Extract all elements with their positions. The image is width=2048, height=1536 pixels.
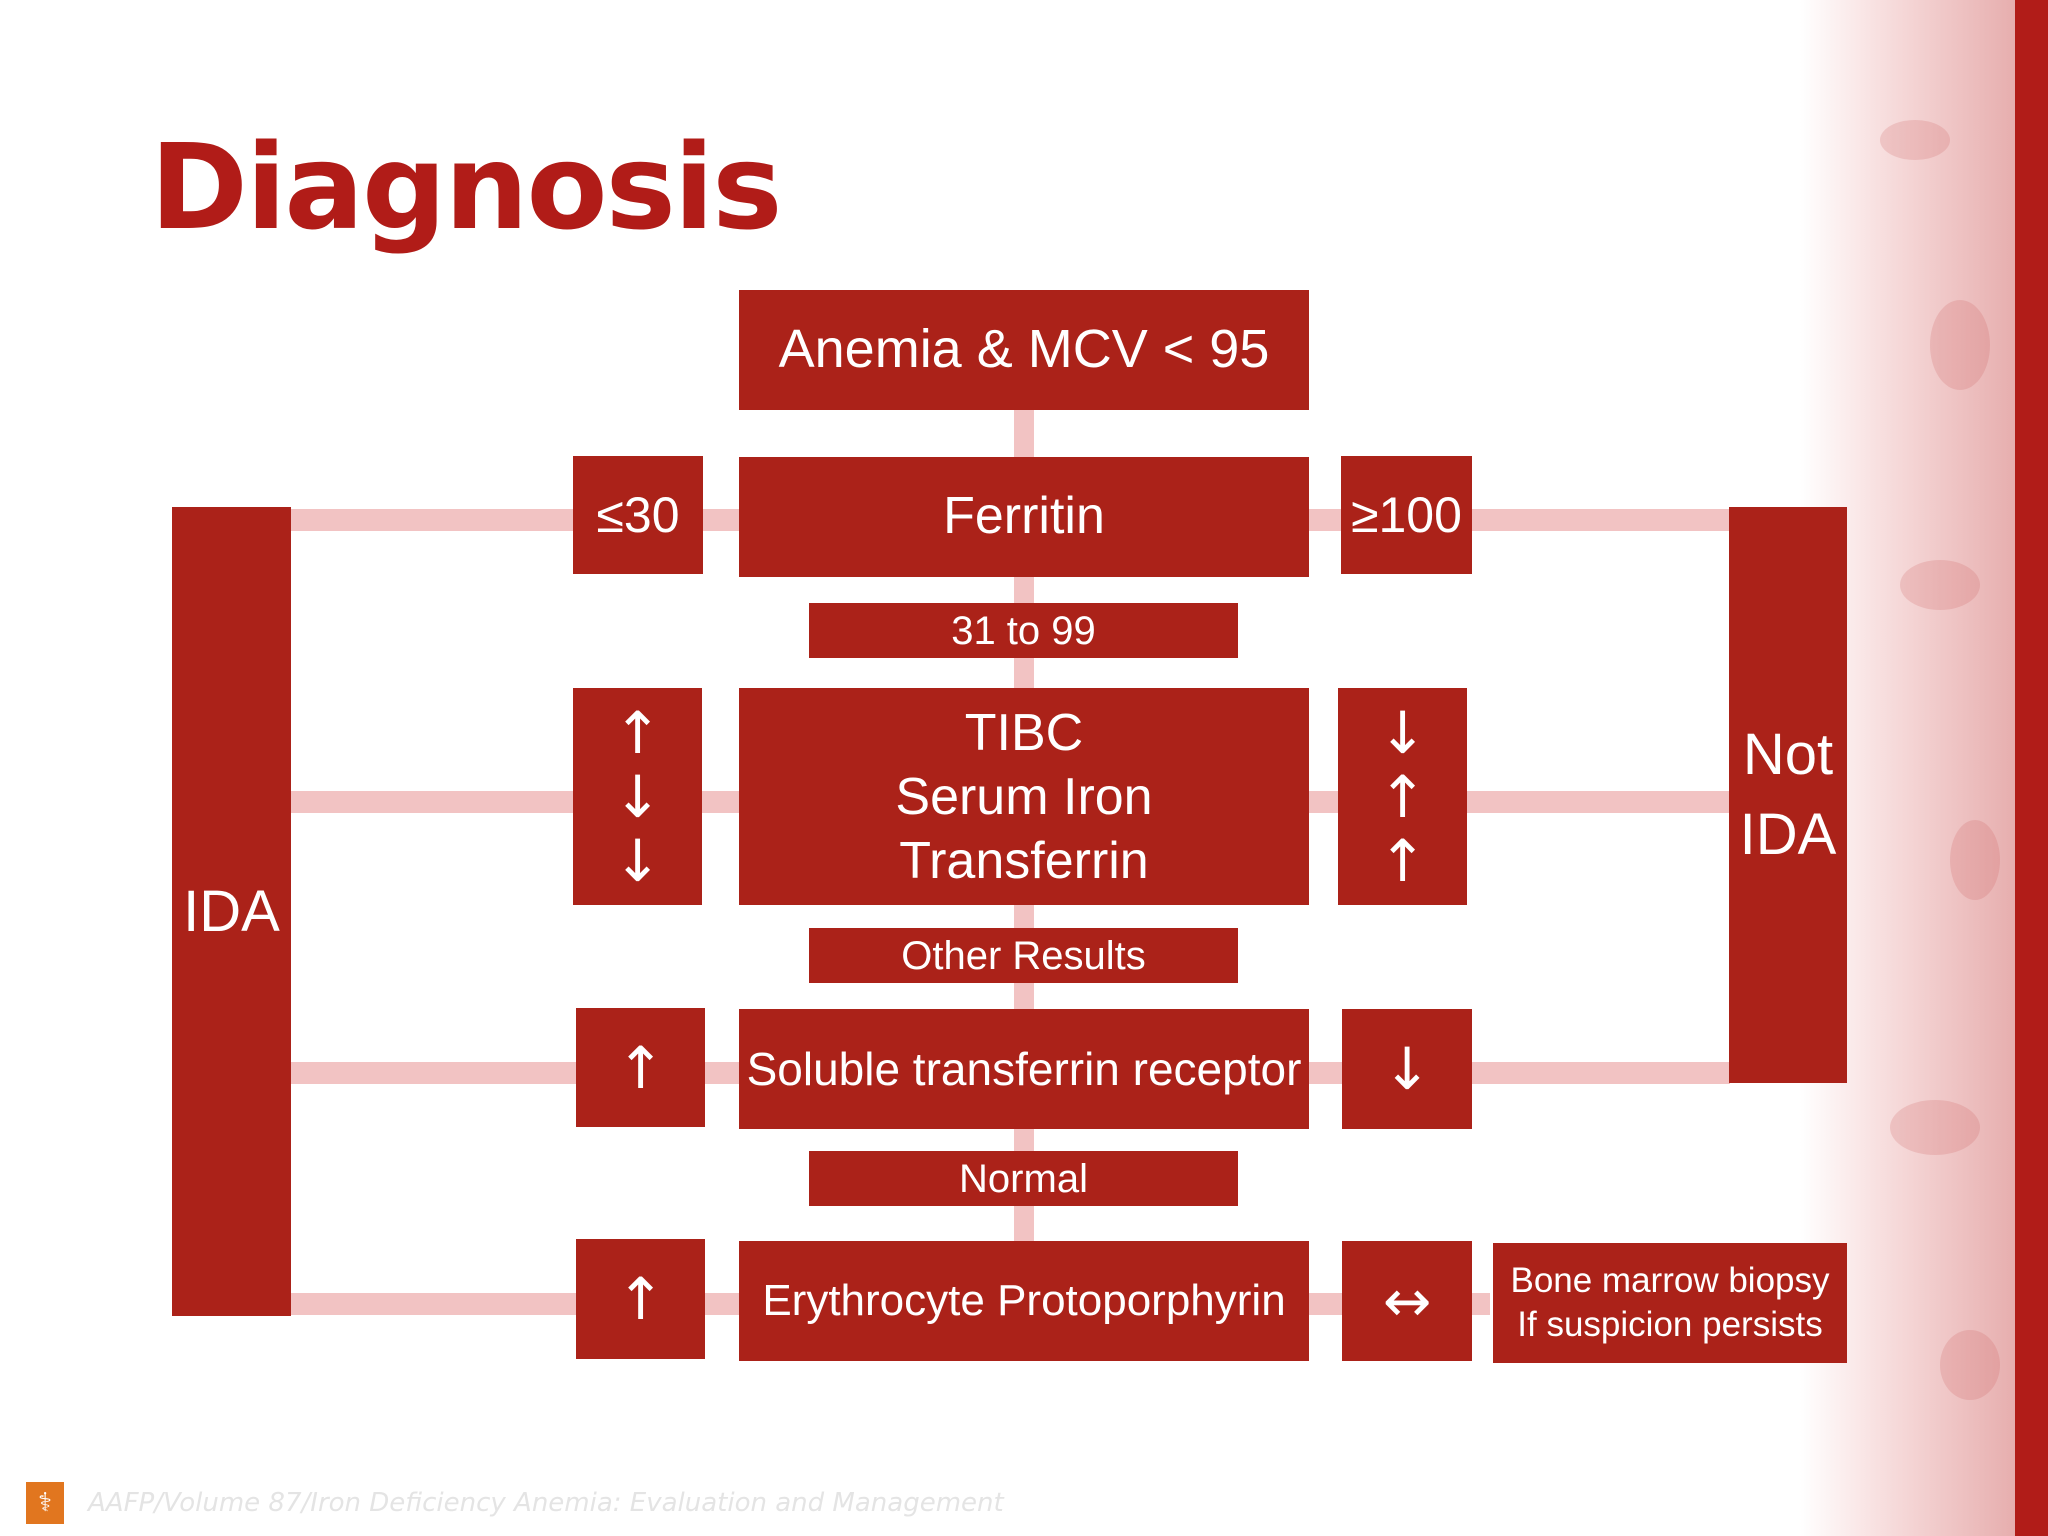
- left-right-arrow-icon: ↔: [1382, 1267, 1432, 1335]
- up-arrow-icon: ↑: [1378, 762, 1427, 831]
- ferritin-middle-box: 31 to 99: [809, 603, 1238, 658]
- not-ida-label-line-2: IDA: [1739, 802, 1837, 867]
- other-results-box: Other Results: [809, 928, 1238, 983]
- start-box: Anemia & MCV < 95: [739, 290, 1309, 410]
- blood-cell-decoration: [1900, 560, 1980, 610]
- biopsy-label-line-2: If suspicion persists: [1517, 1305, 1823, 1344]
- ferritin-low-label: ≤30: [596, 486, 680, 543]
- footer-citation: AAFP/Volume 87/Iron Deficiency Anemia: E…: [88, 1488, 1004, 1518]
- down-arrow-icon: ↓: [613, 826, 662, 895]
- page-title: Diagnosis: [150, 118, 782, 256]
- tibc-label: TIBC: [964, 703, 1084, 762]
- down-arrow-icon: ↓: [1382, 1035, 1432, 1103]
- start-label: Anemia & MCV < 95: [778, 319, 1270, 380]
- other-results-label: Other Results: [901, 933, 1146, 978]
- bone-marrow-biopsy-box: Bone marrow biopsy If suspicion persists: [1493, 1243, 1847, 1363]
- stfr-box: Soluble transferrin receptor: [739, 1009, 1309, 1129]
- iron-panel-box: TIBC Serum Iron Transferrin: [739, 688, 1309, 905]
- ferritin-label: Ferritin: [943, 487, 1105, 546]
- protoporphyrin-box: Erythrocyte Protoporphyrin: [739, 1241, 1309, 1361]
- blood-cell-decoration: [1930, 300, 1990, 390]
- protoporphyrin-equivocal-box: ↔: [1342, 1241, 1472, 1361]
- not-ida-result-box: Not IDA: [1729, 507, 1847, 1083]
- up-arrow-icon: ↑: [613, 698, 662, 767]
- iron-panel-ida-arrows: ↑ ↓ ↓: [573, 688, 702, 905]
- up-arrow-icon: ↑: [1378, 826, 1427, 895]
- ferritin-middle-label: 31 to 99: [951, 608, 1096, 653]
- iron-panel-not-ida-arrows: ↓ ↑ ↑: [1338, 688, 1467, 905]
- stfr-not-ida-arrow-box: ↓: [1342, 1009, 1472, 1129]
- blood-cell-decoration: [1880, 120, 1950, 160]
- biopsy-label-line-1: Bone marrow biopsy: [1510, 1261, 1830, 1300]
- aafp-logo-icon: ⚕: [26, 1482, 64, 1524]
- right-accent-bar: [2015, 0, 2048, 1536]
- blood-cell-decoration: [1940, 1330, 2000, 1400]
- down-arrow-icon: ↓: [613, 762, 662, 831]
- stfr-label: Soluble transferrin receptor: [746, 1042, 1302, 1095]
- not-ida-label-line-1: Not: [1742, 722, 1834, 787]
- serum-iron-label: Serum Iron: [895, 767, 1153, 826]
- transferrin-label: Transferrin: [899, 831, 1149, 890]
- normal-label: Normal: [959, 1156, 1088, 1201]
- protoporphyrin-ida-arrow-box: ↑: [576, 1239, 705, 1359]
- ida-label: IDA: [183, 878, 280, 944]
- blood-cell-decoration: [1890, 1100, 1980, 1155]
- ferritin-low-box: ≤30: [573, 456, 703, 574]
- ferritin-high-box: ≥100: [1341, 456, 1472, 574]
- protoporphyrin-label: Erythrocyte Protoporphyrin: [762, 1275, 1286, 1325]
- down-arrow-icon: ↓: [1378, 698, 1427, 767]
- up-arrow-icon: ↑: [616, 1265, 665, 1333]
- normal-box: Normal: [809, 1151, 1238, 1206]
- stfr-ida-arrow-box: ↑: [576, 1008, 705, 1127]
- ferritin-box: Ferritin: [739, 457, 1309, 577]
- blood-cell-decoration: [1950, 820, 2000, 900]
- up-arrow-icon: ↑: [616, 1033, 665, 1102]
- ferritin-high-label: ≥100: [1351, 486, 1462, 543]
- ida-result-box: IDA: [172, 507, 291, 1316]
